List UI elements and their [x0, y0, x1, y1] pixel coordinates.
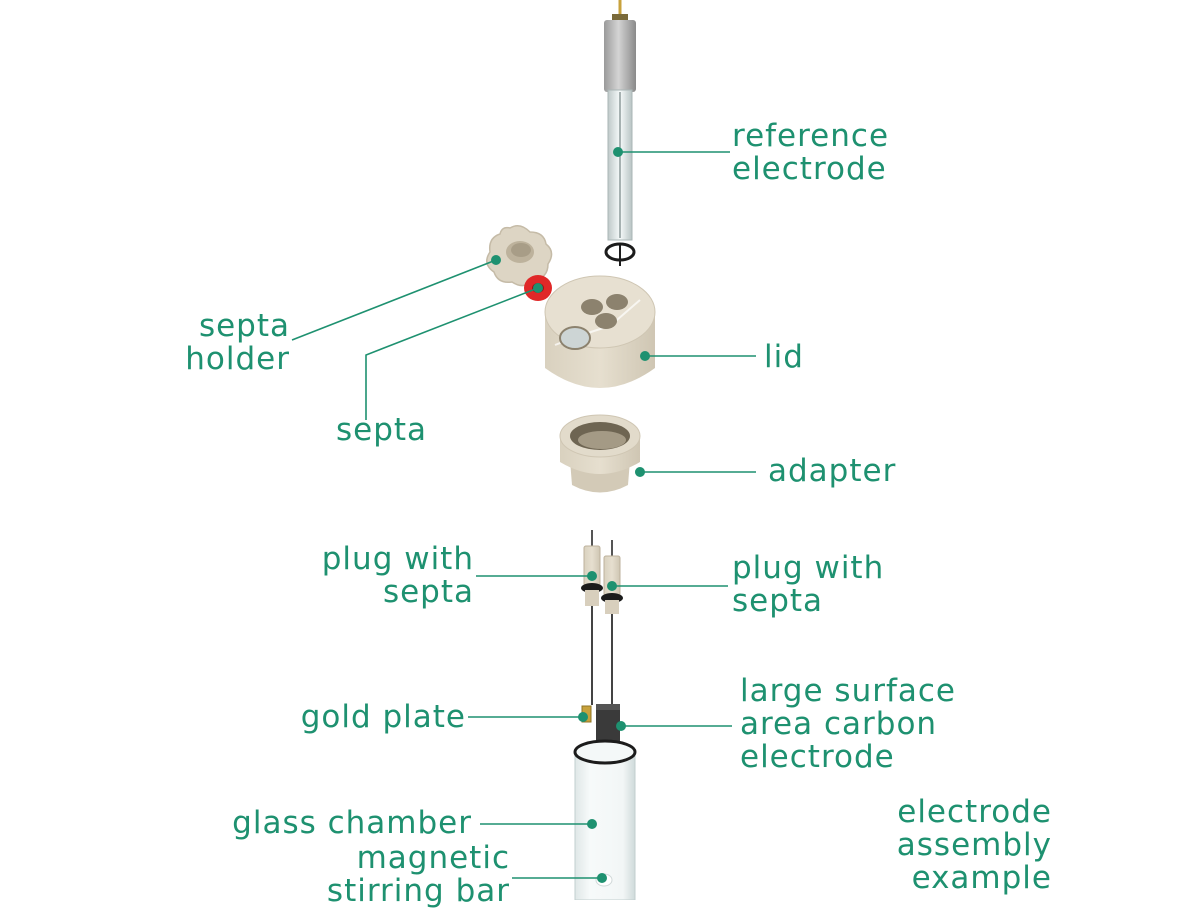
caption-electrode-assembly-example: electrode assembly example [896, 794, 1052, 896]
septa-holder [486, 225, 553, 287]
label-lid: lid [764, 339, 804, 375]
label-plug-with-septa-right: plug with septa [732, 550, 885, 619]
leader-septa-holder [291, 259, 497, 341]
leader-septa [365, 287, 539, 420]
lid-part [544, 275, 656, 388]
label-glass-chamber: glass chamber [232, 805, 472, 841]
plug-left [581, 530, 603, 705]
label-gold-plate: gold plate [300, 699, 466, 735]
label-plug-with-septa-left: plug with septa [321, 541, 474, 610]
leader-dots [491, 147, 650, 883]
reference-electrode-connector [612, 14, 628, 22]
carbon-electrode-part [596, 704, 620, 744]
adapter-part [559, 414, 641, 493]
label-septa-holder: septa holder [185, 308, 290, 377]
label-magnetic-stirring-bar: magnetic stirring bar [326, 840, 510, 909]
label-adapter: adapter [768, 453, 897, 489]
label-carbon-electrode: large surface area carbon electrode [740, 673, 956, 775]
label-reference-electrode: reference electrode [732, 118, 890, 187]
label-septa: septa [336, 412, 428, 448]
reference-electrode [604, 0, 636, 266]
reference-electrode-cap [604, 20, 636, 92]
leader-lines [291, 151, 756, 879]
plug-right [601, 540, 623, 708]
